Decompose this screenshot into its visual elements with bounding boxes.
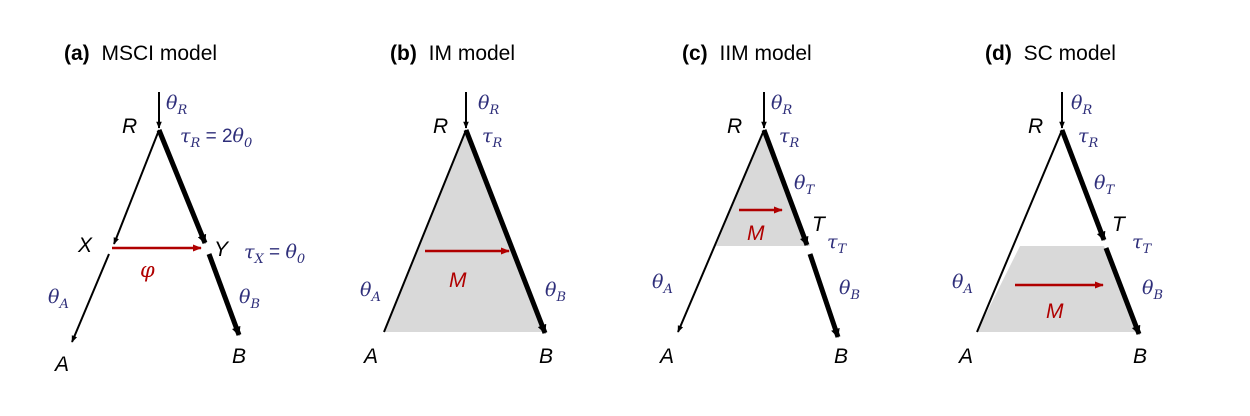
node-t: T	[812, 213, 827, 236]
node-a: A	[658, 345, 674, 368]
branch-t-to-b	[807, 253, 841, 338]
node-b: B	[232, 345, 246, 368]
svg-text:(c) IIM model: (c) IIM model	[682, 42, 812, 65]
theta-r-label: θR	[478, 92, 499, 118]
node-b: B	[1133, 345, 1147, 368]
panel-title: IIM model	[720, 42, 812, 65]
svg-text:(d) SC model: (d) SC model	[985, 42, 1116, 65]
tau-t-label: τT	[1132, 231, 1153, 257]
theta-r-label: θR	[771, 92, 792, 118]
phi-label: φ	[140, 258, 155, 282]
theta-t-label: θT	[1094, 172, 1115, 198]
svg-text:(b) IM model: (b) IM model	[390, 42, 515, 65]
migration-shade	[716, 130, 810, 246]
panel-title: MSCI model	[102, 42, 218, 65]
tau-t-label: τT	[827, 231, 848, 257]
theta-a-label: θA	[652, 271, 673, 297]
theta-a-label: θA	[952, 271, 973, 297]
branch-r-to-y	[156, 129, 208, 244]
node-r: R	[1028, 115, 1043, 138]
migration-label: M	[1046, 300, 1064, 323]
migration-label: M	[747, 222, 765, 245]
tau-r-label: τR	[482, 125, 503, 151]
theta-a-label: θA	[48, 286, 69, 312]
node-a: A	[362, 345, 378, 368]
panel-title: SC model	[1024, 42, 1116, 65]
theta-b-label: θB	[239, 286, 260, 312]
panel-title: IM model	[429, 42, 515, 65]
node-b: B	[539, 345, 553, 368]
node-a: A	[957, 345, 973, 368]
node-b: B	[834, 345, 848, 368]
theta-b-label: θB	[839, 277, 860, 303]
node-y: Y	[214, 238, 230, 261]
branch-r-to-t	[1059, 129, 1107, 241]
node-r: R	[433, 115, 448, 138]
node-t: T	[1112, 213, 1127, 236]
tau-r-label: τR	[779, 125, 800, 151]
tau-x-label: τX = θ0	[244, 241, 305, 267]
svg-text:(a) MSCI model: (a) MSCI model	[64, 42, 217, 65]
tau-r-label: τR	[1078, 125, 1099, 151]
node-r: R	[122, 115, 137, 138]
branch-t-to-b	[1103, 247, 1142, 335]
theta-r-label: θR	[1071, 92, 1092, 118]
panel-label: (b)	[390, 42, 417, 65]
node-a: A	[53, 353, 69, 376]
branch-r-to-a	[677, 129, 765, 333]
panel-label: (d)	[985, 42, 1012, 65]
branch-x-to-a	[71, 253, 110, 343]
tau-r-label: τR = 2θ0	[180, 125, 252, 151]
branch-r-to-t	[761, 129, 810, 246]
node-x: X	[77, 234, 93, 257]
panel-im: (b) IM model R A B θR τR θA θB M	[360, 42, 566, 368]
panel-sc: (d) SC model R T A B θR τR θT τT θA θB M	[952, 42, 1163, 368]
panel-label: (a)	[64, 42, 90, 65]
migration-shade	[384, 130, 544, 332]
panel-label: (c)	[682, 42, 708, 65]
migration-shade	[977, 246, 1138, 332]
node-r: R	[727, 115, 742, 138]
branch-r-to-b	[463, 129, 548, 334]
branch-r-to-a	[383, 129, 467, 333]
panel-msci: (a) MSCI model R X Y A B θR τR = 2θ0 τX …	[48, 42, 305, 376]
branch-y-to-b	[206, 253, 242, 336]
theta-b-label: θB	[545, 279, 566, 305]
panel-iim: (c) IIM model R T A B θR τR θT τT θA θB …	[652, 42, 860, 368]
theta-a-label: θA	[360, 279, 381, 305]
theta-b-label: θB	[1142, 277, 1163, 303]
theta-t-label: θT	[794, 172, 815, 198]
migration-label: M	[449, 269, 467, 292]
branch-r-to-x	[113, 129, 160, 245]
theta-r-label: θR	[166, 92, 187, 118]
branch-r-to-a	[976, 129, 1063, 333]
